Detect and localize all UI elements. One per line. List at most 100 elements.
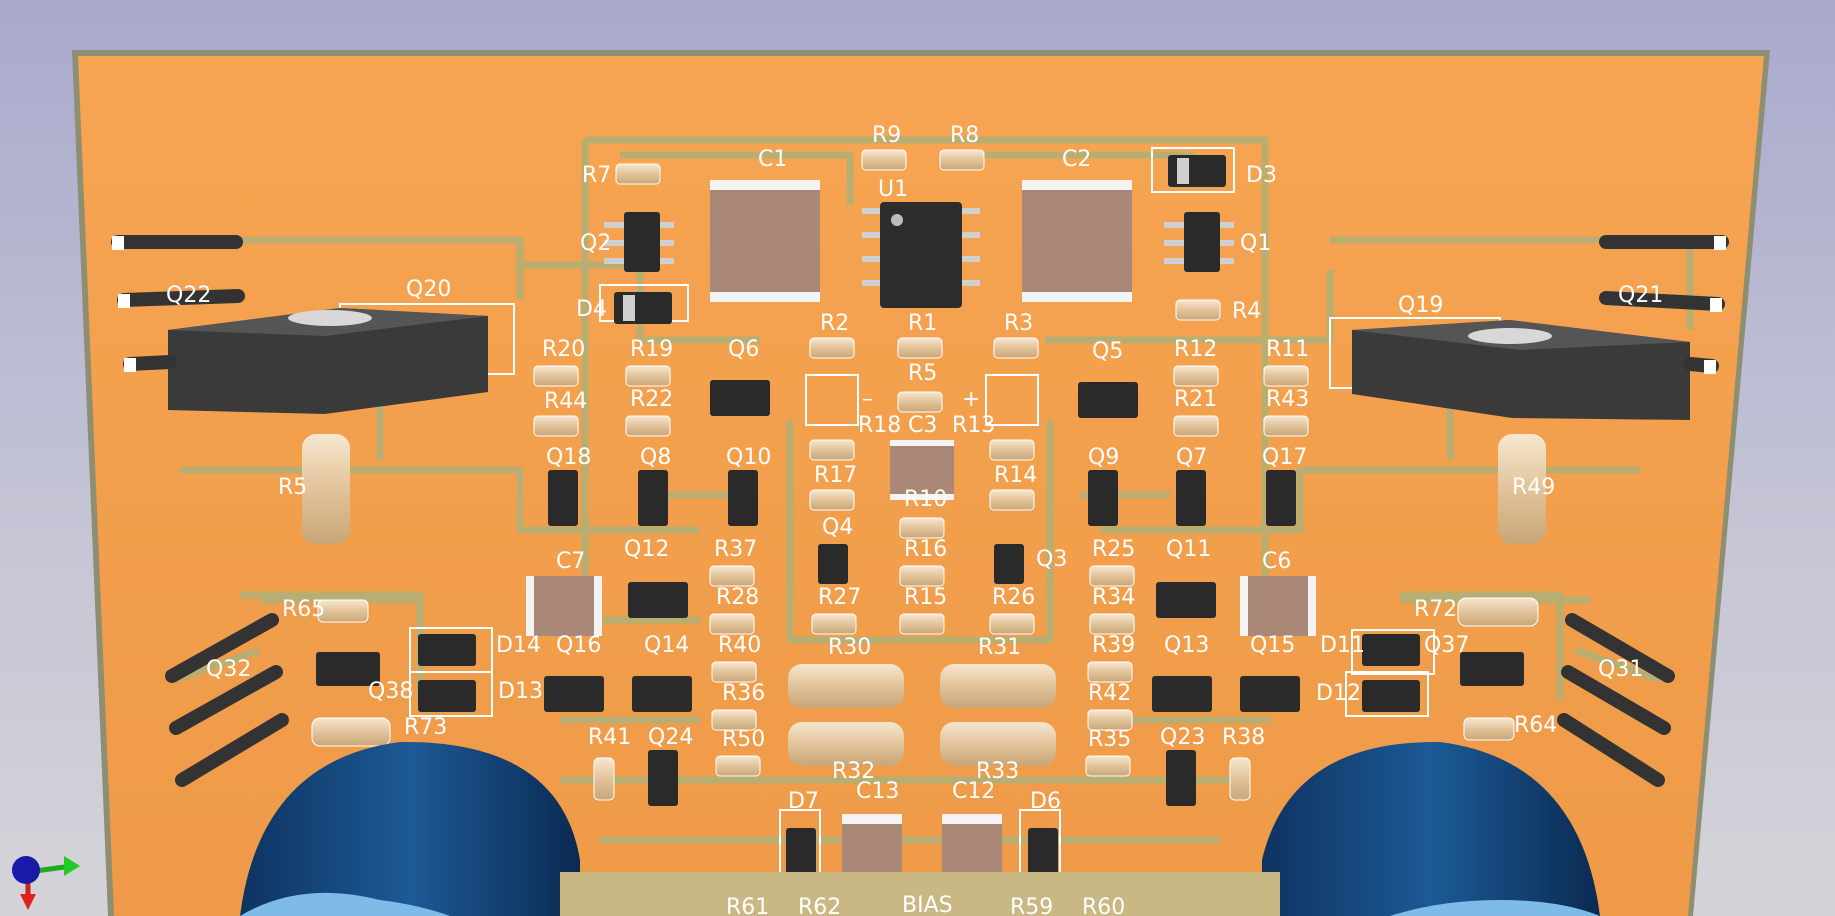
ref-r15: R15 <box>904 585 947 610</box>
u1-chip <box>862 202 980 308</box>
ref-r25: R25 <box>1092 537 1135 562</box>
ref-r44: R44 <box>544 389 587 414</box>
smd-resistors <box>311 149 1539 801</box>
ref-r36: R36 <box>722 681 765 706</box>
ref-r18: R18 <box>858 413 901 438</box>
ref-r27: R27 <box>818 585 861 610</box>
ref-r32: R32 <box>832 759 875 784</box>
ref-r35: R35 <box>1088 727 1131 752</box>
ref-q4: Q4 <box>822 515 853 540</box>
ref-r40: R40 <box>718 633 761 658</box>
ref-r11: R11 <box>1266 337 1309 362</box>
ref-r19: R19 <box>630 337 673 362</box>
ref-q15: Q15 <box>1250 633 1295 658</box>
ref-r65: R65 <box>282 597 325 622</box>
ref-r43: R43 <box>1266 387 1309 412</box>
ref-r38: R38 <box>1222 725 1265 750</box>
ref-r41: R41 <box>588 725 631 750</box>
ref-r5: R5 <box>908 361 937 386</box>
ref-q24: Q24 <box>648 725 693 750</box>
ref-r21: R21 <box>1174 387 1217 412</box>
ref-r9: R9 <box>872 123 901 148</box>
ref-r8: R8 <box>950 123 979 148</box>
power-transistors <box>168 308 1690 420</box>
ref-q14: Q14 <box>644 633 689 658</box>
ref-r49: R49 <box>1512 475 1555 500</box>
ref-r42: R42 <box>1088 681 1131 706</box>
ref-r17: R17 <box>814 463 857 488</box>
reference-labels: R9 R8 C1 C2 R7 D3 U1 Q2 Q1 D4 R4 Q20 Q19… <box>166 123 1663 916</box>
ref-c12: C12 <box>952 779 995 804</box>
ref-q2: Q2 <box>580 231 611 256</box>
ref-c6: C6 <box>1262 549 1291 574</box>
ref-q38: Q38 <box>368 679 413 704</box>
ref-c2: C2 <box>1062 147 1091 172</box>
ref-r64: R64 <box>1514 713 1557 738</box>
ref-q31: Q31 <box>1598 657 1643 682</box>
ref-q11: Q11 <box>1166 537 1211 562</box>
ref-bias: BIAS <box>902 893 953 916</box>
ref-r72: R72 <box>1414 597 1457 622</box>
ref-r2: R2 <box>820 311 849 336</box>
ref-q13: Q13 <box>1164 633 1209 658</box>
power-resistors <box>302 434 1546 766</box>
ref-r3: R3 <box>1004 311 1033 336</box>
ref-c7: C7 <box>556 549 585 574</box>
ref-r61: R61 <box>726 895 769 916</box>
ref-d4: D4 <box>576 297 607 322</box>
ref-q16: Q16 <box>556 633 601 658</box>
ref-d3: D3 <box>1246 163 1277 188</box>
ref-q3: Q3 <box>1036 547 1067 572</box>
ref-r59: R59 <box>1010 895 1053 916</box>
ref-r26: R26 <box>992 585 1035 610</box>
ref-r13: R13 <box>952 413 995 438</box>
ref-r5-left: R5 <box>278 475 307 500</box>
ref-c3: C3 <box>908 413 937 438</box>
ref-q6: Q6 <box>728 337 759 362</box>
ref-d14: D14 <box>496 633 541 658</box>
ref-r39: R39 <box>1092 633 1135 658</box>
ref-q20: Q20 <box>406 277 451 302</box>
ic-packages <box>316 155 1524 884</box>
ref-r31: R31 <box>978 635 1021 660</box>
ref-q10: Q10 <box>726 445 771 470</box>
ref-q5: Q5 <box>1092 339 1123 364</box>
ref-q18: Q18 <box>546 445 591 470</box>
ref-r33: R33 <box>976 759 1019 784</box>
axis-orientation-gizmo <box>12 856 80 910</box>
bottom-strip <box>560 872 1280 916</box>
ref-q8: Q8 <box>640 445 671 470</box>
ref-q23: Q23 <box>1160 725 1205 750</box>
ref-q19: Q19 <box>1398 293 1443 318</box>
ref-r34: R34 <box>1092 585 1135 610</box>
ref-c1: C1 <box>758 147 787 172</box>
ref-r16: R16 <box>904 537 947 562</box>
ref-c13: C13 <box>856 779 899 804</box>
ref-q17: Q17 <box>1262 445 1307 470</box>
ref-r14: R14 <box>994 463 1037 488</box>
ref-d13: D13 <box>498 679 543 704</box>
ref-r62: R62 <box>798 895 841 916</box>
ref-r60: R60 <box>1082 895 1125 916</box>
ref-q12: Q12 <box>624 537 669 562</box>
ref-q22: Q22 <box>166 283 211 308</box>
ref-q21: Q21 <box>1618 283 1663 308</box>
ref-r22: R22 <box>630 387 673 412</box>
ref-u1: U1 <box>878 177 908 202</box>
ref-minus: – <box>862 387 873 412</box>
ref-q32: Q32 <box>206 657 251 682</box>
ref-r50: R50 <box>722 727 765 752</box>
ref-r12: R12 <box>1174 337 1217 362</box>
ref-r73: R73 <box>404 715 447 740</box>
ref-r28: R28 <box>716 585 759 610</box>
ref-r1: R1 <box>908 311 937 336</box>
ref-d11: D11 <box>1320 633 1365 658</box>
ref-r10: R10 <box>904 487 947 512</box>
ref-r37: R37 <box>714 537 757 562</box>
ref-r7: R7 <box>582 163 611 188</box>
ref-q37: Q37 <box>1424 633 1469 658</box>
ref-r4: R4 <box>1232 299 1261 324</box>
ref-q7: Q7 <box>1176 445 1207 470</box>
ref-plus: + <box>962 387 980 412</box>
